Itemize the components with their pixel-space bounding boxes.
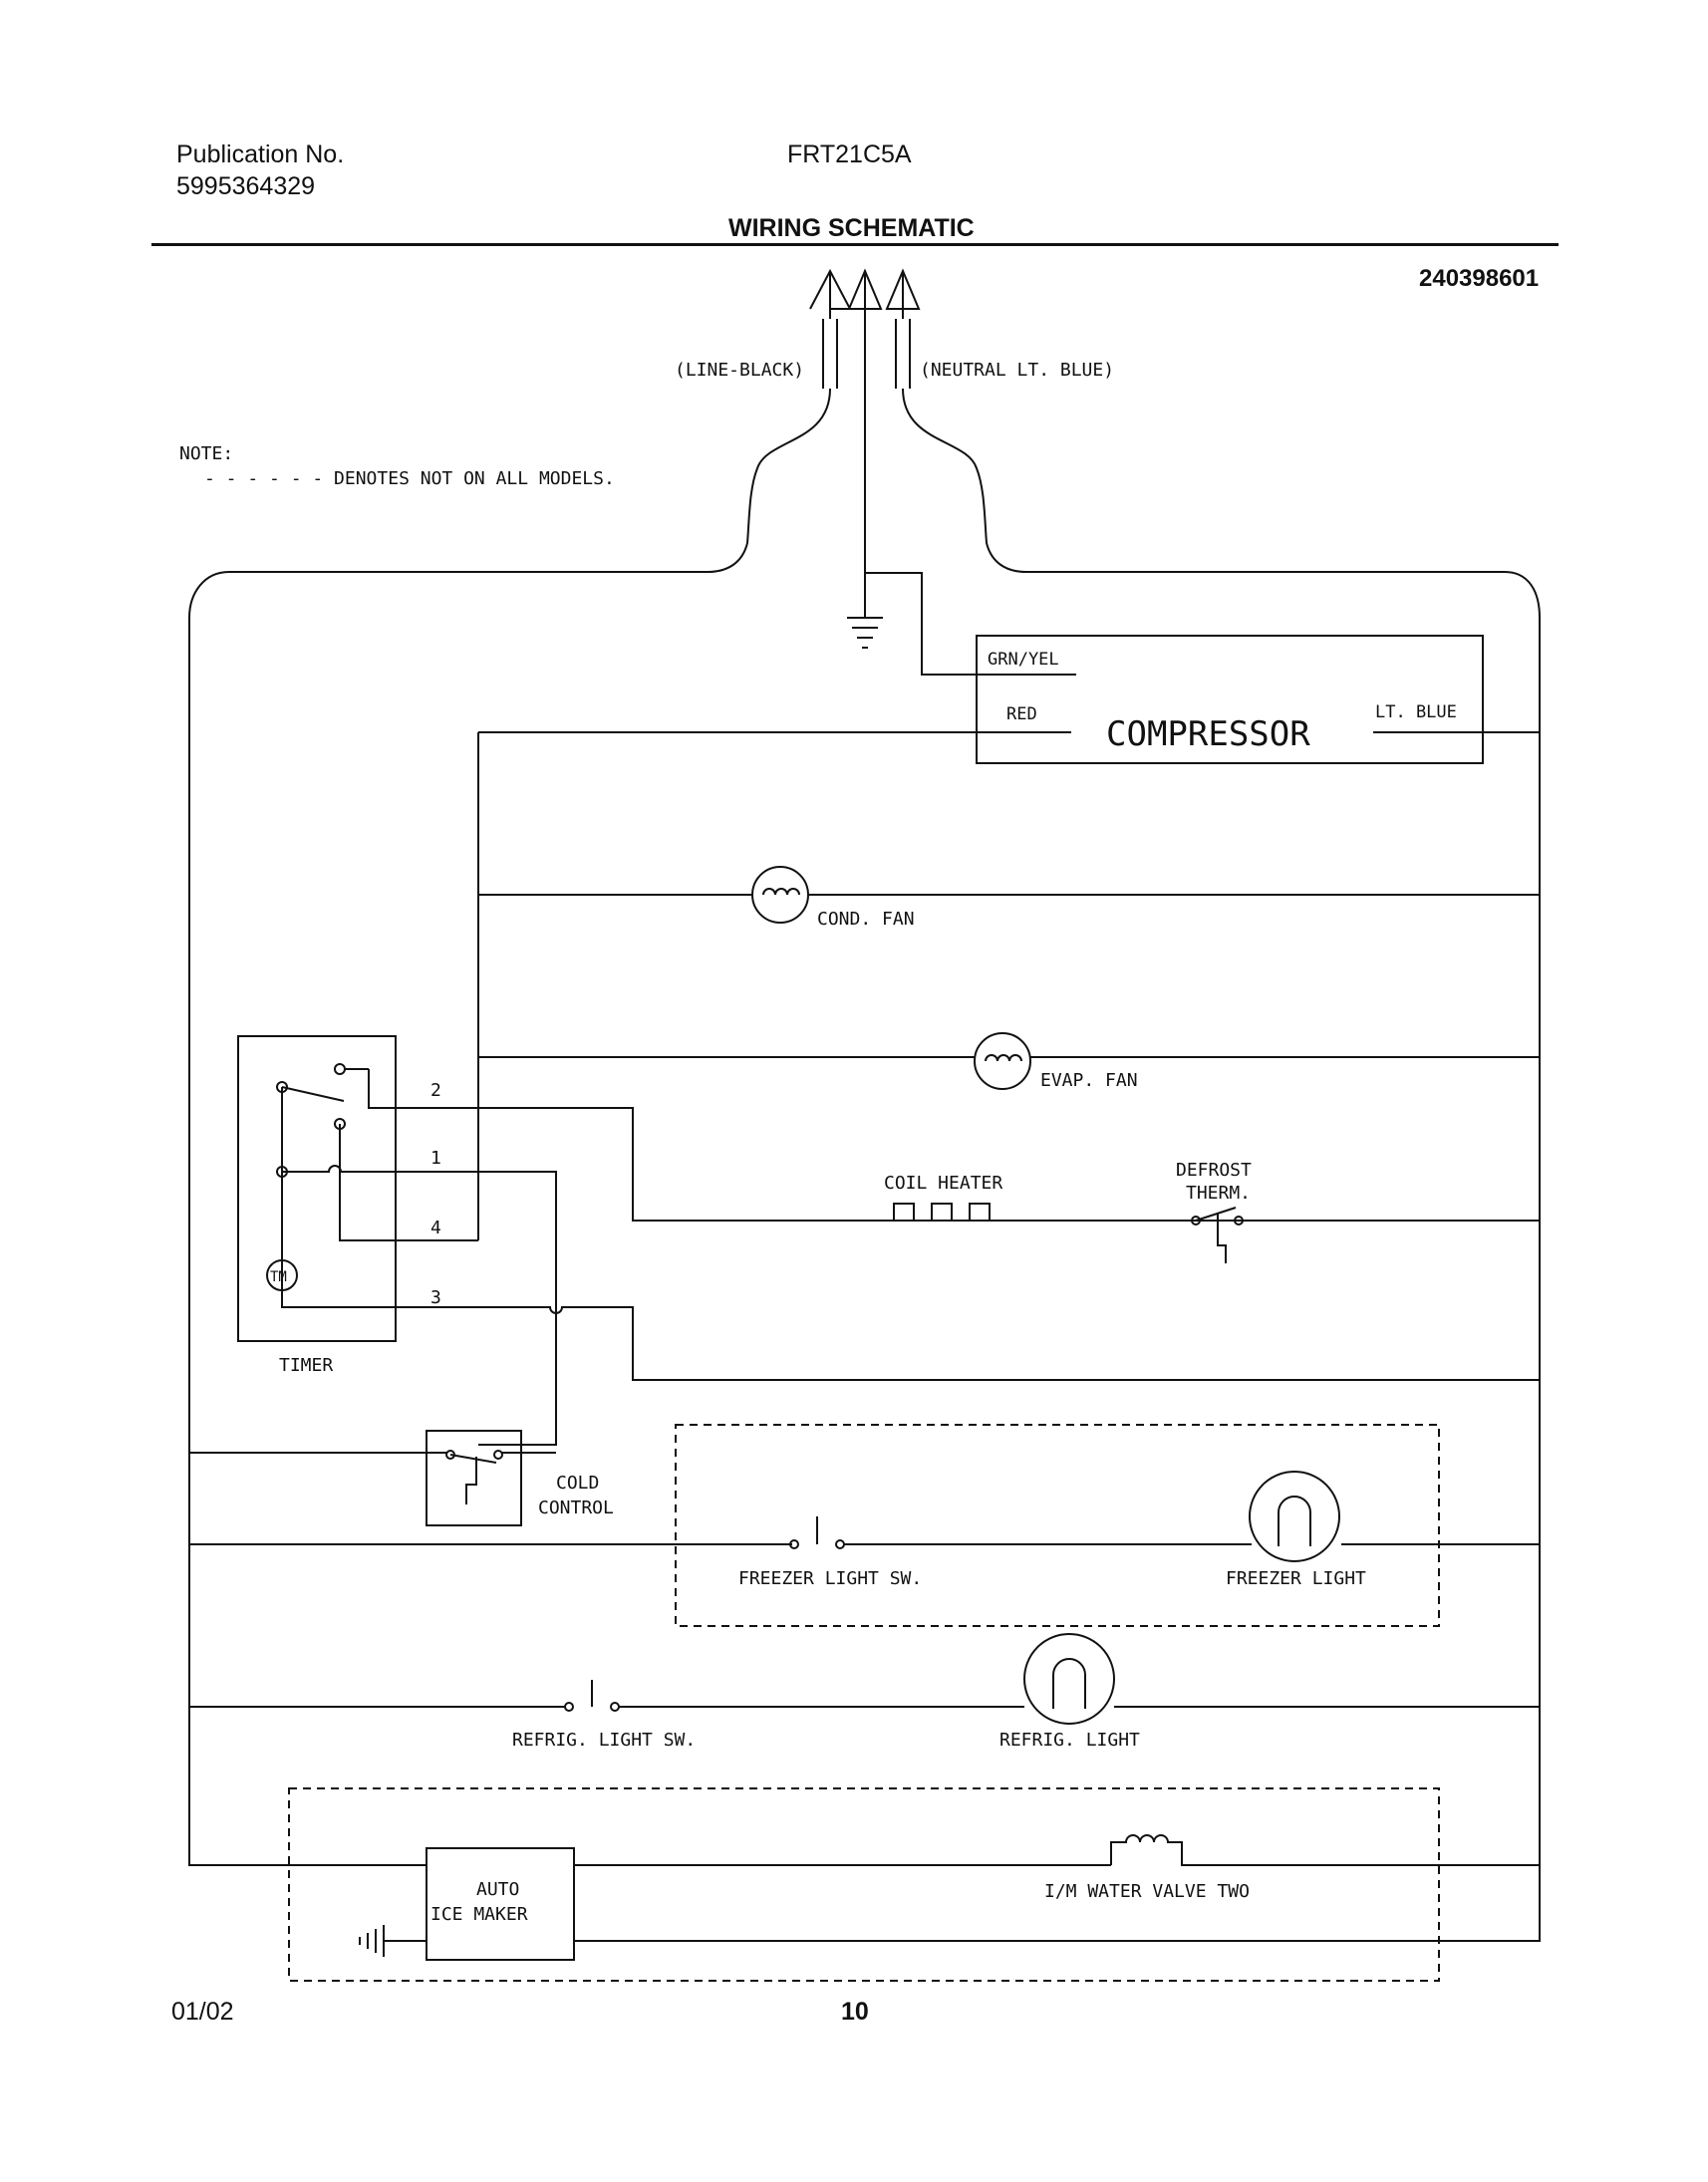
evap-fan-label: EVAP. FAN (1040, 1070, 1138, 1091)
page-number: 10 (841, 1998, 869, 2026)
ice-maker-group: AUTO ICE MAKER I/M WATER VALVE TWO (288, 1787, 1540, 1982)
cold-control: COLD CONTROL (189, 1430, 614, 1526)
ground-icon (847, 573, 883, 649)
cold-control-label-1: COLD (556, 1473, 599, 1494)
timer-terminal-2: 2 (430, 1080, 441, 1101)
timer-terminal-3: 3 (430, 1287, 441, 1308)
red-label: RED (1006, 704, 1037, 724)
compressor: GRN/YEL RED LT. BLUE COMPRESSOR (976, 635, 1540, 764)
supply-arrows (809, 268, 921, 573)
refrig-light-label: REFRIG. LIGHT (999, 1730, 1140, 1751)
timer-term3-wire (478, 1306, 1540, 1381)
defrost-therm: DEFROST THERM. (1176, 1160, 1252, 1263)
defrost-therm-label-1: DEFROST (1176, 1160, 1252, 1181)
ice-maker-label-1: AUTO (476, 1879, 519, 1900)
title-rule (151, 243, 1559, 246)
cold-control-label-2: CONTROL (538, 1498, 614, 1518)
cond-fan: COND. FAN (478, 866, 1540, 930)
freezer-light-group: FREEZER LIGHT SW. FREEZER LIGHT (189, 1424, 1540, 1627)
timer: TM TIMER 2 1 4 3 (237, 1035, 478, 1376)
defrost-therm-label-2: THERM. (1186, 1183, 1251, 1204)
refrig-light-sw-label: REFRIG. LIGHT SW. (512, 1730, 696, 1751)
line-black-label: (LINE-BLACK) (675, 360, 804, 381)
water-valve-label: I/M WATER VALVE TWO (1044, 1881, 1250, 1902)
compressor-label: COMPRESSOR (1106, 714, 1310, 754)
cond-fan-label: COND. FAN (817, 909, 915, 930)
note-text: - - - - - - DENOTES NOT ON ALL MODELS. (204, 468, 615, 489)
publication-number: 5995364329 (176, 172, 316, 200)
neutral-label: (NEUTRAL LT. BLUE) (920, 360, 1114, 381)
timer-term2-wire (478, 1107, 1540, 1222)
ice-maker-ground-icon (359, 1925, 427, 1957)
grn-yel-label: GRN/YEL (988, 650, 1059, 670)
refrig-light-group: REFRIG. LIGHT SW. REFRIG. LIGHT (189, 1633, 1540, 1751)
publication-label: Publication No. (176, 140, 345, 168)
model-number: FRT21C5A (787, 140, 912, 168)
line-black-wire (188, 388, 831, 1866)
timer-terminal-4: 4 (430, 1218, 441, 1238)
timer-term1-wire (478, 1171, 557, 1446)
note-label: NOTE: (179, 443, 233, 464)
lt-blue-label: LT. BLUE (1375, 702, 1457, 722)
evap-fan: EVAP. FAN (478, 1032, 1540, 1091)
timer-motor-icon: TM (270, 1269, 287, 1285)
timer-terminal-1: 1 (430, 1148, 441, 1169)
neutral-wire (618, 388, 1541, 1942)
drawing-number: 240398601 (1419, 265, 1540, 292)
page-title: WIRING SCHEMATIC (728, 214, 975, 242)
ice-maker-label-2: ICE MAKER (430, 1904, 528, 1925)
grn-yel-lead (865, 572, 1076, 676)
coil-heater-label: COIL HEATER (884, 1173, 1002, 1194)
footer-date: 01/02 (171, 1998, 234, 2026)
freezer-light-sw-label: FREEZER LIGHT SW. (738, 1568, 922, 1589)
coil-heater: COIL HEATER (882, 1173, 1002, 1222)
freezer-light-label: FREEZER LIGHT (1226, 1568, 1366, 1589)
timer-label: TIMER (279, 1355, 333, 1376)
